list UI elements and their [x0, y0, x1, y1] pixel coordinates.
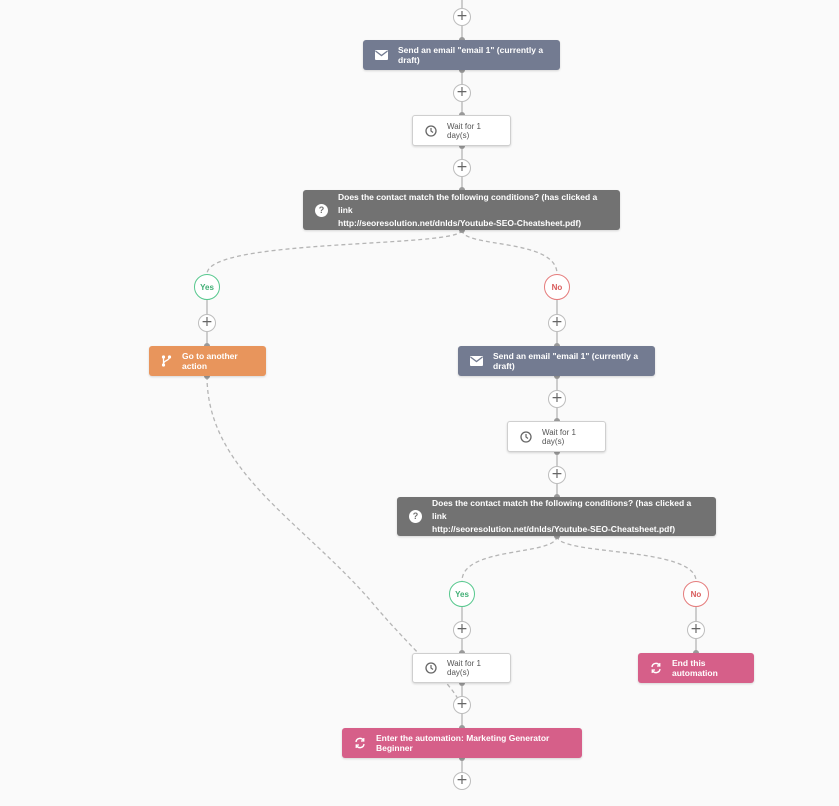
clock-icon — [520, 430, 532, 443]
condition-text: Does the contact match the following con… — [338, 191, 608, 230]
branch-no[interactable]: No — [544, 274, 570, 300]
condition-line: Does the contact match the following con… — [338, 191, 598, 215]
action-label: Enter the automation: Marketing Generato… — [376, 733, 550, 753]
branch-no[interactable]: No — [683, 581, 709, 607]
send-email-action[interactable]: Send an email "email 1" (currently a dra… — [363, 40, 560, 70]
refresh-cycle-icon — [354, 737, 366, 749]
action-label: Send an email "email 1" (currently a dra… — [493, 351, 639, 371]
send-email-action[interactable]: Send an email "email 1" (currently a dra… — [458, 346, 655, 376]
add-step-button[interactable]: + — [453, 772, 471, 790]
wait-action[interactable]: Wait for 1 day(s) — [412, 653, 511, 683]
end-automation-action[interactable]: End this automation — [638, 653, 754, 683]
add-step-button[interactable]: + — [198, 314, 216, 332]
clock-icon — [425, 124, 437, 137]
action-label: Go to another action — [182, 351, 238, 371]
clock-icon — [425, 662, 437, 674]
enter-automation-action[interactable]: Enter the automation: Marketing Generato… — [342, 728, 582, 758]
condition-line: http://seoresolution.net/dnlds/Youtube-S… — [338, 217, 582, 228]
condition-line: Does the contact match the following con… — [432, 498, 692, 521]
add-step-button[interactable]: + — [453, 8, 471, 26]
action-label: Send an email "email 1" (currently a dra… — [398, 45, 544, 65]
add-step-button[interactable]: + — [453, 159, 471, 177]
add-step-button[interactable]: + — [453, 696, 471, 714]
branch-yes[interactable]: Yes — [194, 274, 220, 300]
action-label: End this automation — [672, 658, 718, 678]
envelope-icon — [470, 356, 483, 366]
go-to-action[interactable]: Go to another action — [149, 346, 266, 376]
branch-fork-icon — [161, 355, 172, 367]
question-icon: ? — [409, 510, 422, 523]
question-icon: ? — [315, 203, 328, 217]
condition-action[interactable]: ? Does the contact match the following c… — [397, 497, 716, 536]
add-step-button[interactable]: + — [453, 84, 471, 102]
refresh-cycle-icon — [650, 662, 662, 674]
add-step-button[interactable]: + — [687, 621, 705, 639]
add-step-button[interactable]: + — [548, 466, 566, 484]
action-label: Wait for 1 day(s) — [447, 121, 481, 140]
action-label: Wait for 1 day(s) — [447, 659, 481, 677]
wait-action[interactable]: Wait for 1 day(s) — [507, 421, 606, 452]
action-label: Wait for 1 day(s) — [542, 427, 576, 446]
add-step-button[interactable]: + — [548, 314, 566, 332]
add-step-button[interactable]: + — [548, 390, 566, 408]
condition-line: http://seoresolution.net/dnlds/Youtube-S… — [432, 524, 676, 534]
condition-action[interactable]: ? Does the contact match the following c… — [303, 190, 620, 230]
branch-yes[interactable]: Yes — [449, 581, 475, 607]
envelope-icon — [375, 50, 388, 60]
add-step-button[interactable]: + — [453, 621, 471, 639]
wait-action[interactable]: Wait for 1 day(s) — [412, 115, 511, 146]
condition-text: Does the contact match the following con… — [432, 497, 704, 536]
